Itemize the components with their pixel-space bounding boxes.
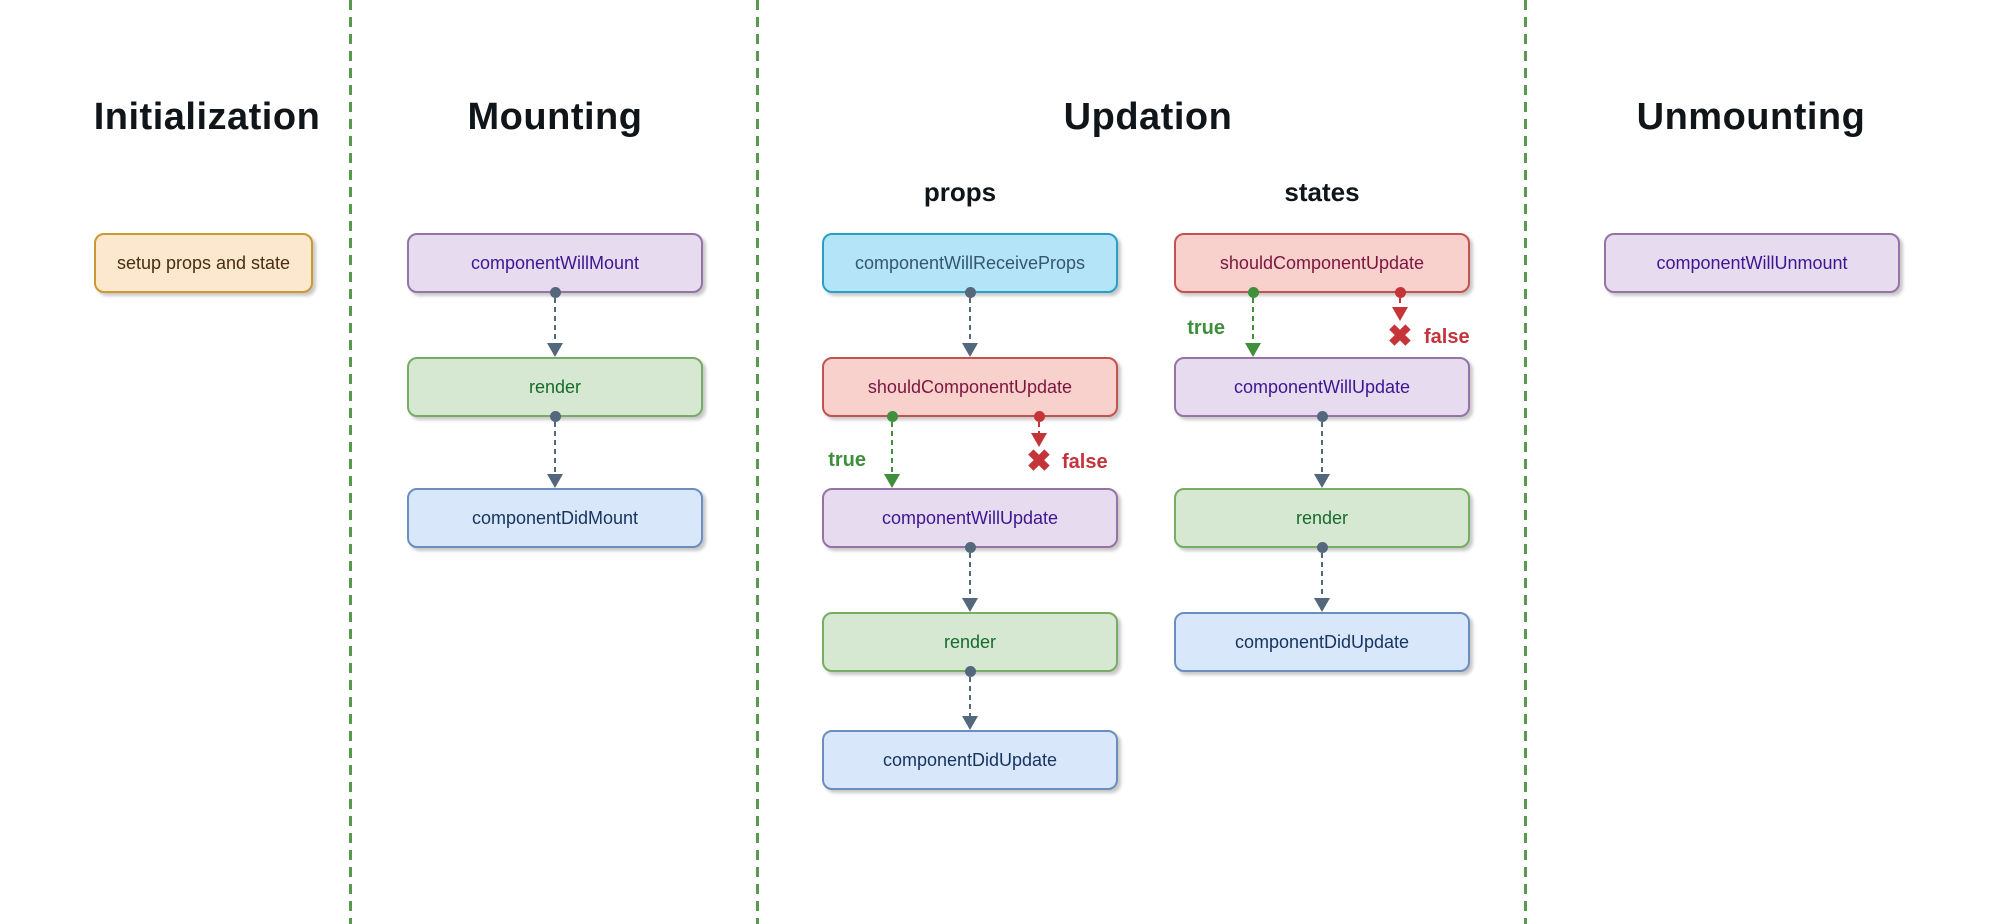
node-render-props: render [822, 612, 1118, 672]
phase-divider [756, 0, 759, 924]
node-componentWillUpdate-states: componentWillUpdate [1174, 357, 1470, 417]
phase-divider [1524, 0, 1527, 924]
arrowhead-down-icon [1031, 433, 1047, 447]
false-label: false [1424, 326, 1470, 348]
sublabel-props: props [923, 177, 997, 207]
flow-arrow [545, 411, 565, 488]
node-componentWillMount: componentWillMount [407, 233, 703, 293]
arrow-dashed-line [1252, 298, 1254, 343]
arrow-dashed-line [554, 298, 556, 343]
arrow-dashed-line [891, 422, 893, 474]
arrow-start-dot [964, 287, 976, 298]
node-componentDidMount: componentDidMount [407, 488, 703, 548]
phase-title-mounting: Mounting [467, 96, 643, 138]
arrow-dashed-line [969, 553, 971, 598]
arrowhead-down-icon [547, 343, 563, 357]
false-label: false [1062, 451, 1108, 473]
node-shouldComponentUpdate-props: shouldComponentUpdate [822, 357, 1118, 417]
arrow-dashed-line [1038, 422, 1040, 433]
flow-arrow [960, 287, 980, 357]
arrow-start-dot [1316, 411, 1328, 422]
node-render: render [407, 357, 703, 417]
phase-title-updation: Updation [1063, 96, 1233, 138]
node-setup-props-and-state: setup props and state [94, 233, 313, 293]
true-branch-arrow [1243, 287, 1263, 357]
arrow-dashed-line [1321, 422, 1323, 474]
phase-title-initialization: Initialization [93, 96, 321, 138]
arrow-dashed-line [1321, 553, 1323, 598]
node-shouldComponentUpdate-states: shouldComponentUpdate [1174, 233, 1470, 293]
x-icon: ✖ [1026, 445, 1052, 478]
arrow-start-dot [1247, 287, 1259, 298]
arrow-dashed-line [554, 422, 556, 474]
flow-arrow [545, 287, 565, 357]
true-branch-arrow [882, 411, 902, 488]
arrow-start-dot [549, 287, 561, 298]
arrow-start-dot [549, 411, 561, 422]
true-label: true [1187, 317, 1225, 339]
arrow-start-dot [1394, 287, 1406, 298]
node-render-states: render [1174, 488, 1470, 548]
arrowhead-down-icon [962, 598, 978, 612]
arrow-dashed-line [969, 677, 971, 716]
arrow-start-dot [1316, 542, 1328, 553]
flow-arrow [1312, 411, 1332, 488]
phase-divider [349, 0, 352, 924]
sublabel-states: states [1284, 177, 1360, 207]
arrow-dashed-line [969, 298, 971, 343]
arrowhead-down-icon [884, 474, 900, 488]
arrow-start-dot [964, 666, 976, 677]
phase-title-unmounting: Unmounting [1636, 96, 1866, 138]
arrow-start-dot [964, 542, 976, 553]
arrowhead-down-icon [962, 716, 978, 730]
arrowhead-down-icon [1245, 343, 1261, 357]
node-componentWillUnmount: componentWillUnmount [1604, 233, 1900, 293]
arrowhead-down-icon [547, 474, 563, 488]
arrow-dashed-line [1399, 298, 1401, 307]
flow-arrow [960, 542, 980, 612]
true-label: true [828, 449, 866, 471]
arrow-start-dot [1033, 411, 1045, 422]
false-branch-arrow [1390, 287, 1410, 321]
flow-arrow [1312, 542, 1332, 612]
arrowhead-down-icon [962, 343, 978, 357]
node-componentWillReceiveProps: componentWillReceiveProps [822, 233, 1118, 293]
node-componentDidUpdate-states: componentDidUpdate [1174, 612, 1470, 672]
arrow-start-dot [886, 411, 898, 422]
arrowhead-down-icon [1314, 598, 1330, 612]
node-componentDidUpdate-props: componentDidUpdate [822, 730, 1118, 790]
x-icon: ✖ [1387, 320, 1413, 353]
node-componentWillUpdate-props: componentWillUpdate [822, 488, 1118, 548]
arrowhead-down-icon [1314, 474, 1330, 488]
false-branch-arrow [1029, 411, 1049, 447]
flow-arrow [960, 666, 980, 730]
arrowhead-down-icon [1392, 307, 1408, 321]
